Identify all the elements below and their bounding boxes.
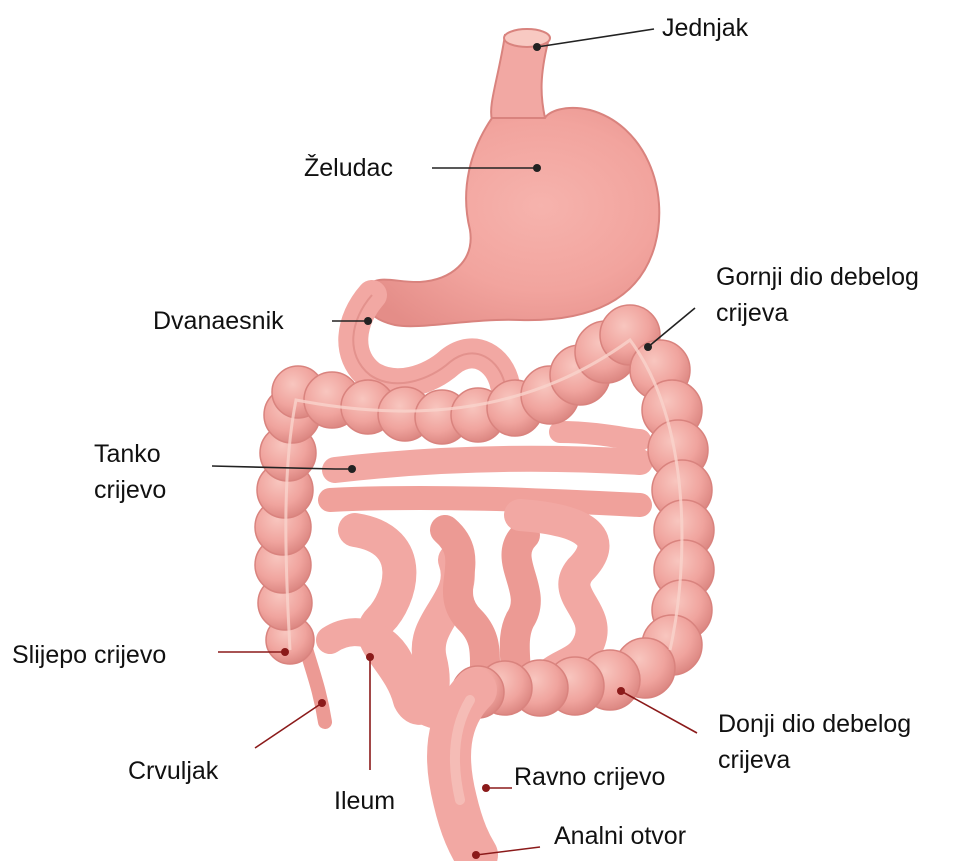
label-ravno-crijevo: Ravno crijevo [512,759,667,795]
esophagus-opening [504,29,550,47]
label-gornji-line2: crijeva [716,295,919,331]
dot-ravno [482,784,490,792]
dot-crvuljak [318,699,326,707]
dot-gornji [644,343,652,351]
small-intestine-band-middle [330,498,640,505]
label-zeludac: Želudac [302,150,395,186]
label-analni-otvor: Analni otvor [552,818,688,854]
leader-jednjak [537,29,654,47]
small-intestine-band-lower [560,432,640,440]
dot-dvanaesnik [364,317,372,325]
label-dvanaesnik: Dvanaesnik [151,303,286,339]
small-intestine-band-upper [335,459,640,470]
label-jednjak: Jednjak [660,10,750,46]
label-donji-line2: crijeva [718,742,911,778]
label-donji-dio-debelog-crijeva: Donji dio debelog crijeva [716,706,913,778]
label-gornji-dio-debelog-crijeva: Gornji dio debelog crijeva [714,259,921,331]
label-donji-line1: Donji dio debelog [718,706,911,742]
dot-tanko [348,465,356,473]
leader-donji [621,691,697,733]
stomach-shape [363,108,659,326]
label-ileum: Ileum [332,783,397,819]
label-gornji-line1: Gornji dio debelog [716,259,919,295]
dot-zeludac [533,164,541,172]
leader-crvuljak [255,703,322,748]
dot-analni [472,851,480,859]
label-tanko-line1: Tanko [94,436,166,472]
dot-slijepo [281,648,289,656]
label-crvuljak: Crvuljak [126,753,220,789]
label-tanko-crijevo: Tanko crijevo [92,436,168,508]
dot-donji [617,687,625,695]
dot-jednjak [533,43,541,51]
dot-ileum [366,653,374,661]
label-tanko-line2: crijevo [94,472,166,508]
label-slijepo-crijevo: Slijepo crijevo [10,637,168,673]
